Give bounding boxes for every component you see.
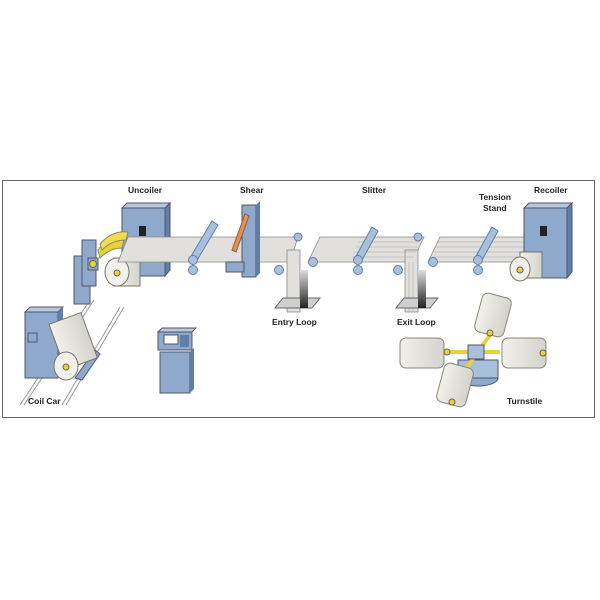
uncoiler-coil [104,257,141,287]
turnstile [399,292,547,408]
shear [225,201,260,278]
label-coil-car: Coil Car [28,396,61,406]
label-turnstile: Turnstile [507,396,543,406]
exit-loop-pit [394,270,440,309]
label-entry-loop: Entry Loop [272,317,317,327]
label-tension-stand-line2: Stand [483,203,507,213]
label-shear: Shear [240,185,264,195]
rollers [188,220,499,275]
label-exit-loop: Exit Loop [397,317,436,327]
coil-car [23,306,101,381]
label-tension-stand-line1: Tension [479,192,511,202]
label-uncoiler: Uncoiler [128,185,163,195]
recoiler [509,201,574,282]
entry-loop-pit [273,270,322,309]
control-console [156,327,198,394]
label-slitter: Slitter [362,185,387,195]
peeler-stand [73,231,129,305]
label-recoiler: Recoiler [534,185,568,195]
